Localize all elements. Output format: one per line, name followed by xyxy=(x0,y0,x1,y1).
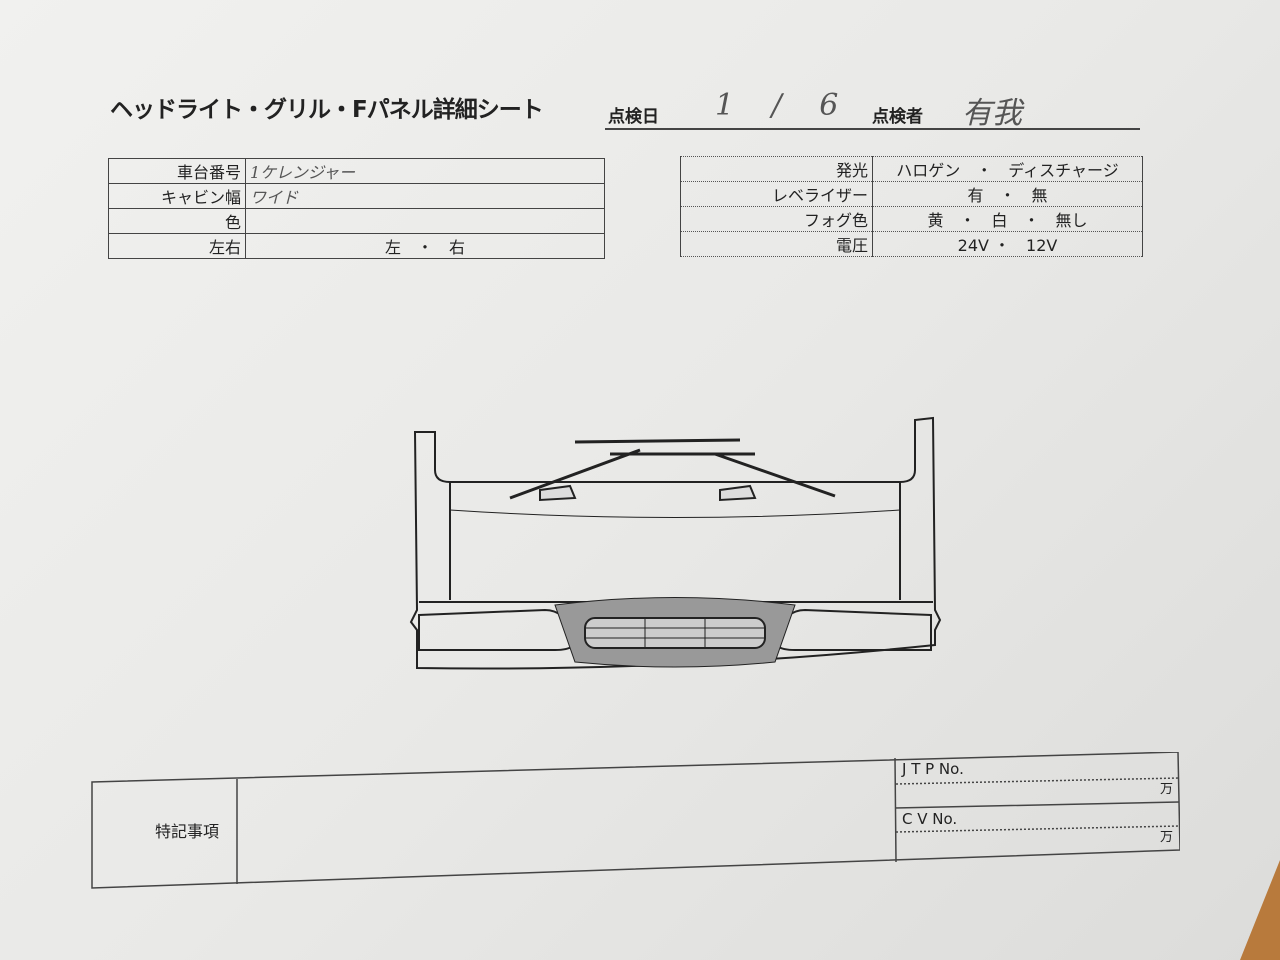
inspection-date-label: 点検日 xyxy=(608,107,659,127)
row-value: 黄 ・ 白 ・ 無し xyxy=(872,206,1143,232)
row-value: 左 ・ 右 xyxy=(245,233,605,259)
row-value: ワイド xyxy=(245,183,605,209)
inspection-date-value: 1 / 6 xyxy=(715,88,853,123)
row-key: 電圧 xyxy=(680,231,873,257)
remarks-label: 特記事項 xyxy=(155,822,220,841)
table-row: キャビン幅ワイド xyxy=(108,183,605,209)
row-value xyxy=(245,208,605,234)
row-value: 24V ・ 12V xyxy=(872,231,1143,257)
truck-front-diagram xyxy=(409,416,942,670)
row-key: フォグ色 xyxy=(680,206,873,232)
row-key: 色 xyxy=(108,208,246,234)
row-value: 有 ・ 無 xyxy=(872,181,1143,207)
inspector-label: 点検者 xyxy=(872,107,923,127)
jtp-unit: 万 xyxy=(1160,782,1174,797)
row-key: レベライザー xyxy=(680,181,873,207)
row-key: 車台番号 xyxy=(108,158,246,184)
cv-unit: 万 xyxy=(1160,830,1174,845)
row-key: 発光 xyxy=(680,156,873,182)
table-row: 色 xyxy=(108,208,605,234)
sheet-title: ヘッドライト・グリル・Fパネル詳細シート xyxy=(110,97,544,123)
row-value: ハロゲン ・ ディスチャージ xyxy=(872,156,1143,182)
remarks-section: 特記事項 J T P No. 万 C V No. 万 xyxy=(90,752,1180,889)
header-underline xyxy=(605,128,1140,130)
remarks-table-lines xyxy=(91,752,1180,889)
jtp-label: J T P No. xyxy=(902,760,964,778)
row-value: 1ケレンジャー xyxy=(245,158,605,184)
inspector-value: 有我 xyxy=(962,96,1022,131)
row-key: キャビン幅 xyxy=(108,183,246,209)
cv-label: C V No. xyxy=(902,810,958,828)
table-row: 左右左 ・ 右 xyxy=(108,233,605,259)
row-key: 左右 xyxy=(108,233,246,259)
headlight-spec-table: 発光ハロゲン ・ ディスチャージ レベライザー有 ・ 無 フォグ色黄 ・ 白 ・… xyxy=(680,156,1143,257)
table-row: フォグ色黄 ・ 白 ・ 無し xyxy=(680,206,1143,232)
table-row: 発光ハロゲン ・ ディスチャージ xyxy=(680,156,1143,182)
table-row: レベライザー有 ・ 無 xyxy=(680,181,1143,207)
